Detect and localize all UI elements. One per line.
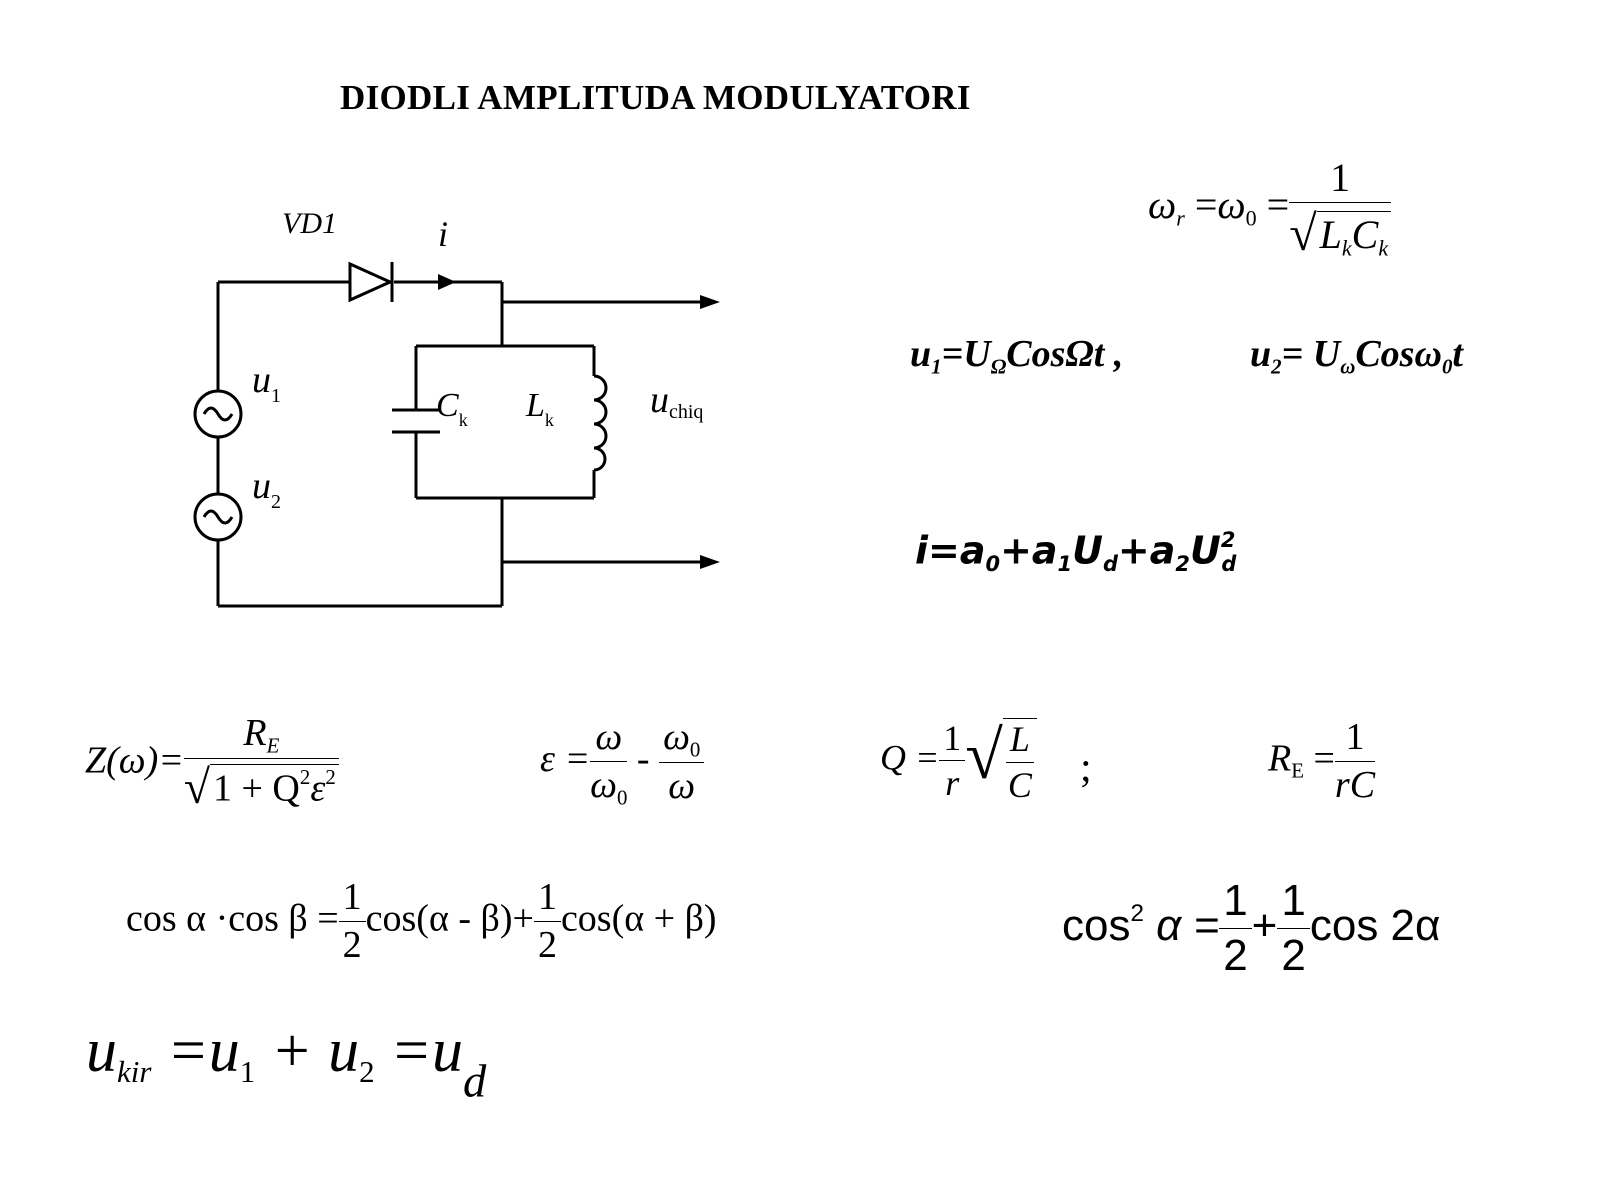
source1-label: u1 [252,359,281,407]
resonance-formula: ωr =ω0 = 1 √LkCk [1148,155,1392,263]
source2-label: u2 [252,465,281,513]
diode-triangle [348,261,394,303]
output-label: uchiq [650,379,703,423]
re-formula: RE = 1 rC [1268,716,1376,806]
capacitor-label: Ck [436,387,468,430]
current-arrow-head [438,274,456,290]
inductor-label: Lk [525,387,554,430]
sine-2 [202,509,234,525]
circuit-diagram: VD1 i u1 u2 Ck Lk uchiq [193,207,720,608]
current-formula: i=a0+a1Ud+a2U2d [915,528,1237,577]
inductor-coil [593,374,608,472]
page-title: DIODLI AMPLITUDA MODULYATORI [340,78,971,117]
epsilon-formula: ε = ω ω0 - ω0 ω [540,716,705,809]
ac-source-1 [193,389,243,439]
u1-formula: u1=UΩCosΩt , [910,333,1124,379]
u2-formula: u2= UωCosω0t [1250,333,1463,379]
sine-1 [202,406,234,422]
cos-square-identity: cos2 α = 1 2 + 1 2 cos 2α [1062,876,1441,980]
ac-source-2 [193,492,243,542]
diode-label: VD1 [282,207,337,240]
output-bottom-arrow [700,555,720,569]
separator-semicolon: ; [1080,745,1092,791]
product-identity: cos α ·cos β = 1 2 cos(α - β)+ 1 2 cos(α… [126,876,717,966]
current-label: i [438,214,448,254]
output-top-arrow [700,295,720,309]
impedance-formula: Z(ω)= RE √1 + Q2ε2 [85,712,339,816]
input-sum-formula: ukir =u1 + u2 =ud [86,1017,487,1108]
